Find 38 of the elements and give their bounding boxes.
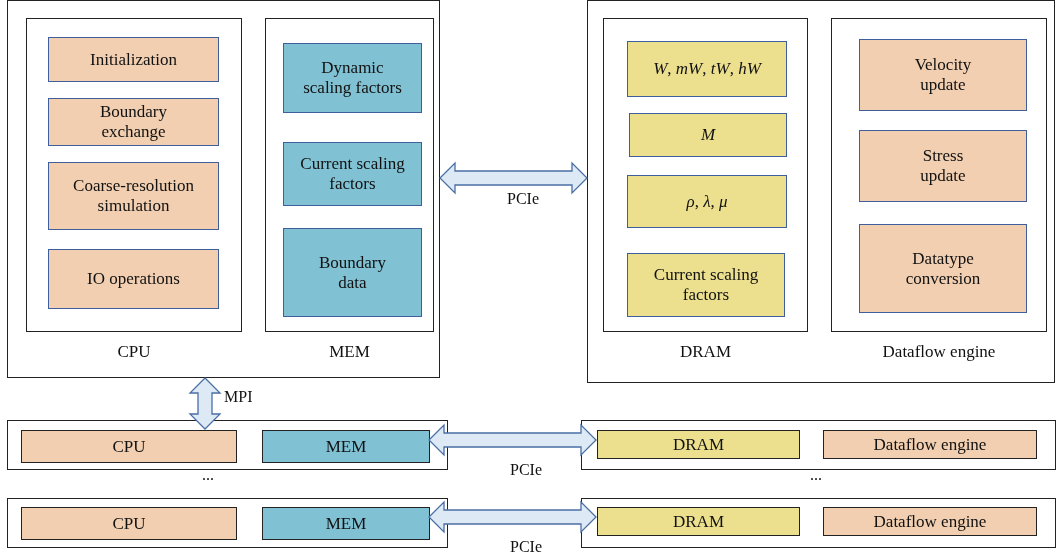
panel-label: CPU <box>116 342 152 362</box>
data-block: Boundary exchange <box>48 98 219 146</box>
data-block: IO operations <box>48 249 219 309</box>
block-arrow <box>439 161 588 195</box>
component-bar: Dataflow engine <box>823 507 1037 536</box>
panel-label: MEM <box>328 342 371 362</box>
component-bar: CPU <box>21 430 237 463</box>
data-block: Current scaling factors <box>627 253 785 317</box>
data-block: Datatype conversion <box>859 224 1027 313</box>
component-bar: MEM <box>262 507 430 540</box>
module-frame <box>581 498 1056 548</box>
component-bar: MEM <box>262 430 430 463</box>
component-bar: CPU <box>21 507 237 540</box>
data-block: Dynamic scaling factors <box>283 43 422 113</box>
block-arrow <box>428 423 597 457</box>
panel-label: Dataflow engine <box>881 342 997 362</box>
data-block: Coarse-resolution simulation <box>48 162 219 230</box>
ellipsis-text: ... <box>809 466 823 484</box>
module-frame <box>7 420 448 470</box>
block-arrow <box>188 377 222 430</box>
module-frame <box>7 498 448 548</box>
component-bar: Dataflow engine <box>823 430 1037 459</box>
data-block: Boundary data <box>283 228 422 317</box>
component-bar: DRAM <box>597 430 800 459</box>
module-frame <box>587 0 1055 383</box>
data-block: Stress update <box>859 130 1027 202</box>
data-block: W, mW, tW, hW <box>627 41 787 97</box>
panel-label: DRAM <box>679 342 732 362</box>
module-frame <box>581 420 1056 470</box>
block-arrow <box>428 500 597 534</box>
ellipsis-text: ... <box>201 466 215 484</box>
data-block: M <box>629 113 787 157</box>
data-block: Velocity update <box>859 39 1027 111</box>
module-frame <box>7 0 440 378</box>
data-block: Initialization <box>48 37 219 82</box>
component-bar: DRAM <box>597 507 800 536</box>
data-block: Current scaling factors <box>283 142 422 206</box>
data-block: ρ, λ, μ <box>627 175 787 228</box>
